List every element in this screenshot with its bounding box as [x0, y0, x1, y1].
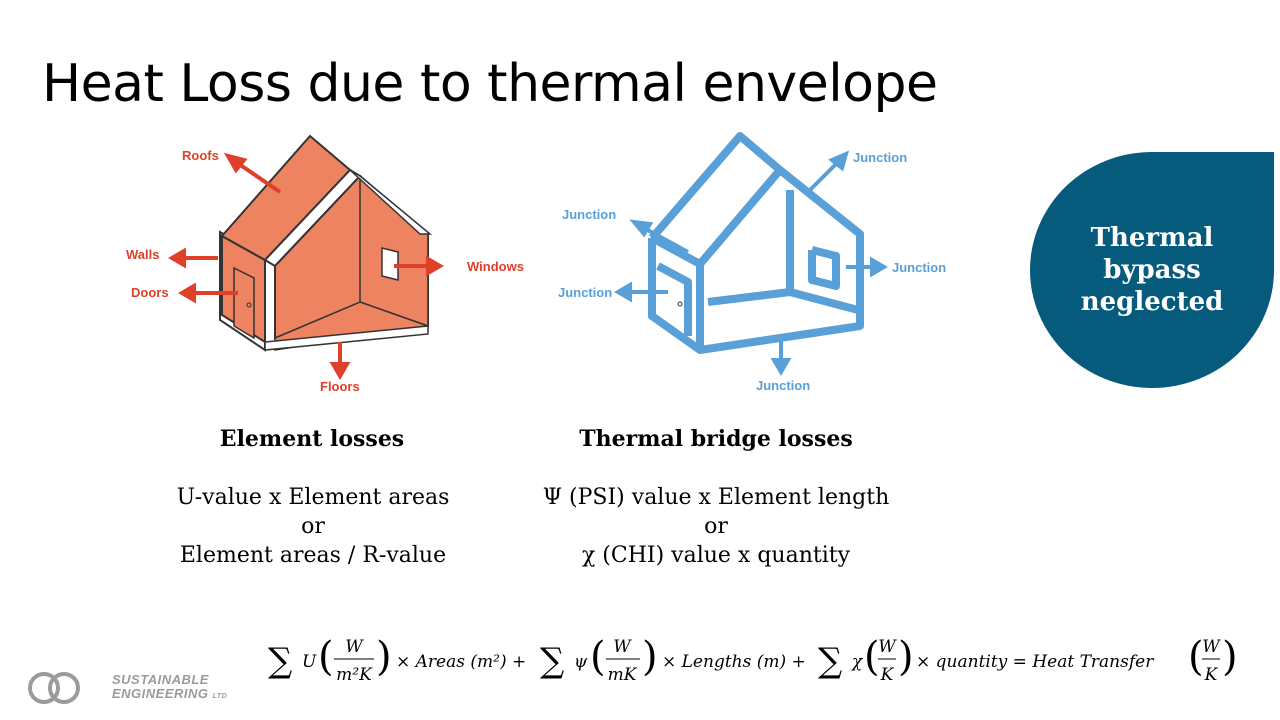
junction-label-right: Junction	[892, 260, 947, 275]
element-losses-line-3: Element areas / R-value	[179, 543, 447, 568]
thermal-bridge-house-illustration	[614, 132, 888, 376]
logo-rings-icon	[28, 672, 80, 704]
sum-symbol-2: ∑	[540, 641, 564, 681]
element-losses-heading: Element losses	[219, 426, 405, 452]
formula-term1-denominator: m²K	[336, 665, 373, 685]
formula-term2-rest: × Lengths (m) +	[662, 652, 806, 672]
junction-label-left-upper: Junction	[562, 207, 617, 222]
svg-text:(: (	[864, 634, 880, 680]
formula-term1-numerator: W	[345, 637, 364, 657]
thermal-bridge-line-3: χ (CHI) value x quantity	[581, 543, 851, 568]
roofs-label: Roofs	[182, 148, 219, 163]
element-losses-line-2: or	[301, 514, 325, 539]
svg-text:(: (	[1188, 634, 1204, 680]
junction-label-bottom: Junction	[756, 378, 811, 393]
heat-transfer-formula: ∑ U ( W m²K ) × Areas (m²) + ∑ ψ ( W mK …	[268, 634, 1238, 685]
formula-term2-symbol: ψ	[574, 652, 588, 672]
floors-label: Floors	[320, 379, 360, 394]
logo-line-2: ENGINEERING LTD	[112, 686, 227, 701]
thermal-bridge-line-1: Ψ (PSI) value x Element length	[542, 485, 890, 510]
logo-line-2-text: ENGINEERING	[112, 686, 209, 701]
doors-label: Doors	[131, 285, 169, 300]
svg-text:): )	[898, 634, 914, 680]
formula-term1-rest: × Areas (m²) +	[396, 652, 526, 672]
callout-line-3: neglected	[1080, 287, 1224, 317]
sum-symbol-3: ∑	[818, 641, 842, 681]
svg-text:): )	[1222, 634, 1238, 680]
formula-term3-denominator: K	[880, 665, 895, 685]
formula-term3-numerator: W	[878, 637, 897, 657]
junction-label-left-lower: Junction	[558, 285, 613, 300]
formula-term3-symbol: χ	[851, 652, 864, 672]
thermal-bridge-losses-text: Ψ (PSI) value x Element length or χ (CHI…	[526, 483, 906, 570]
svg-text:(: (	[590, 634, 606, 680]
svg-text:): )	[642, 634, 658, 680]
formula-result-denominator: K	[1204, 665, 1219, 685]
windows-label: Windows	[467, 259, 524, 274]
svg-text:(: (	[318, 634, 334, 680]
formula-term3-rest: × quantity = Heat Transfer	[916, 652, 1154, 672]
callout-line-1: Thermal	[1090, 223, 1214, 253]
sum-symbol-1: ∑	[268, 641, 292, 681]
formula-term1-symbol: U	[302, 652, 317, 672]
page-title: Heat Loss due to thermal envelope	[42, 54, 938, 114]
logo-suffix: LTD	[212, 693, 228, 700]
callout-line-2: bypass	[1103, 255, 1201, 285]
thermal-bypass-callout: Thermal bypass neglected	[1030, 152, 1274, 388]
element-losses-line-1: U-value x Element areas	[176, 485, 450, 510]
walls-label: Walls	[126, 247, 160, 262]
thermal-bridge-losses-heading: Thermal bridge losses	[579, 426, 853, 452]
formula-term2-numerator: W	[613, 637, 632, 657]
formula-term2-denominator: mK	[608, 665, 638, 685]
thermal-bridge-line-2: or	[704, 514, 728, 539]
element-losses-house-illustration	[168, 134, 444, 380]
formula-result-numerator: W	[1202, 637, 1221, 657]
svg-text:): )	[376, 634, 392, 680]
junction-label-top: Junction	[853, 150, 908, 165]
sustainable-engineering-logo: SUSTAINABLE ENGINEERING LTD	[26, 668, 227, 708]
element-losses-text: U-value x Element areas or Element areas…	[150, 483, 476, 570]
logo-line-1: SUSTAINABLE	[112, 672, 209, 687]
